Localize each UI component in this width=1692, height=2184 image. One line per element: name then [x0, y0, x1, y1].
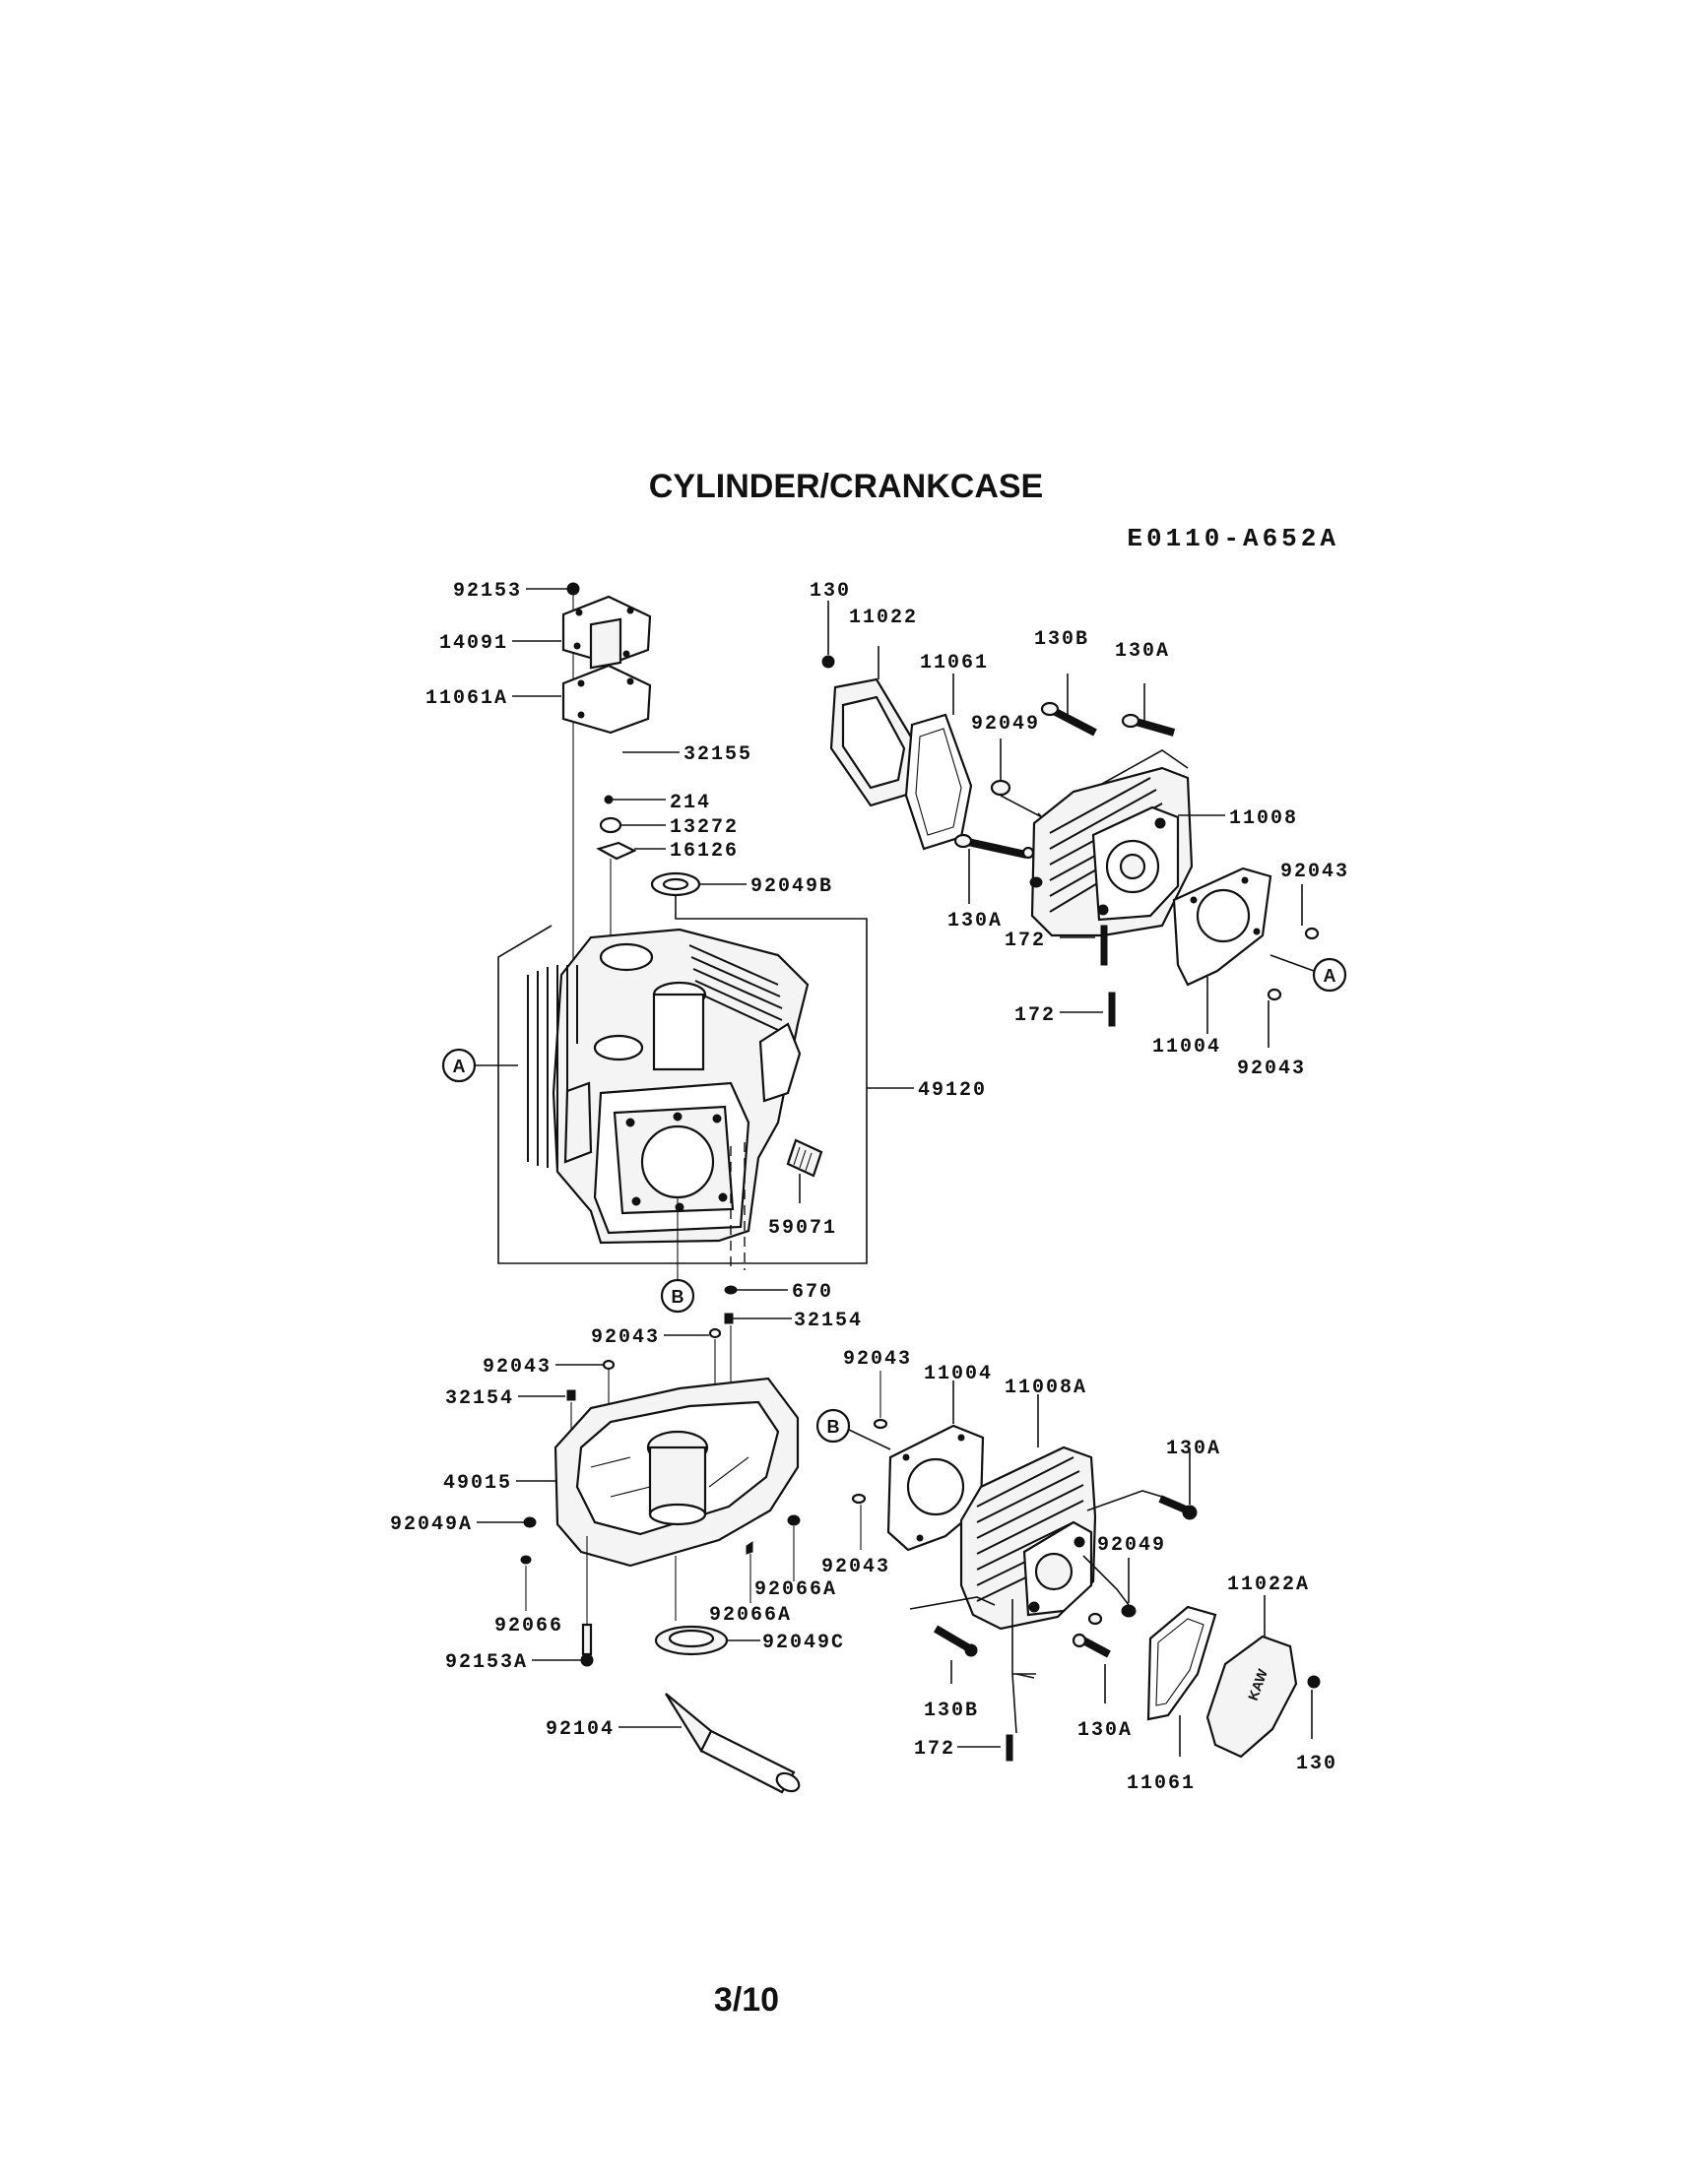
label-92066: 92066: [494, 1615, 563, 1638]
cylinder-head-group-top: A: [821, 601, 1347, 1048]
label-130-top: 130: [810, 580, 851, 603]
gasket-11061a-part: [561, 664, 652, 735]
label-172-upper: 172: [1005, 930, 1046, 952]
label-11061-top: 11061: [920, 652, 989, 674]
svg-text:A: A: [1324, 966, 1336, 986]
label-130a-top: 130A: [1115, 640, 1170, 663]
plug-670-part: [724, 1285, 738, 1295]
label-59071: 59071: [768, 1217, 837, 1240]
svg-text:B: B: [827, 1417, 840, 1437]
label-172-bottom: 172: [914, 1738, 955, 1761]
label-172-lower: 172: [1014, 1004, 1056, 1027]
plate-32155-part: [589, 617, 622, 670]
label-92043-lower-top: 92043: [843, 1348, 912, 1371]
label-130b-bottom: 130B: [924, 1700, 979, 1722]
svg-text:A: A: [453, 1057, 466, 1076]
label-92043-lower-bottom: 92043: [821, 1556, 890, 1578]
label-92066a-left: 92066A: [709, 1604, 792, 1627]
label-11004-bottom: 11004: [924, 1363, 993, 1385]
label-11061-bottom: 11061: [1127, 1772, 1196, 1795]
label-16126: 16126: [670, 840, 739, 863]
rocker-cover-11022a-part: [1205, 1635, 1298, 1759]
label-92049c: 92049C: [762, 1632, 845, 1654]
label-130a-bottom: 130A: [1077, 1719, 1133, 1742]
ref-marker-b-bottom: [660, 1278, 695, 1314]
label-92049a: 92049A: [390, 1513, 473, 1536]
ref-marker-b-right: [815, 1408, 851, 1444]
cylinder-block-group: A B: [441, 582, 914, 1314]
label-32154-left: 32154: [445, 1387, 514, 1410]
label-11008a: 11008A: [1005, 1377, 1087, 1399]
screw-92153-part: [566, 582, 580, 596]
label-11008: 11008: [1229, 807, 1298, 830]
label-92153: 92153: [453, 580, 522, 603]
label-92043-top-right: 92043: [1280, 861, 1349, 883]
label-92049-bottom: 92049: [1097, 1534, 1166, 1557]
label-32154-top: 32154: [794, 1310, 863, 1332]
label-11061a: 11061A: [425, 687, 508, 710]
cylinder-head-11008-part: [1030, 766, 1194, 937]
label-11022a: 11022A: [1227, 1574, 1310, 1596]
svg-text:B: B: [672, 1287, 684, 1307]
gasket-11061-bottom-part: [1146, 1605, 1217, 1721]
gasket-11061-part: [904, 713, 973, 851]
label-670: 670: [792, 1281, 833, 1304]
label-92066a-right: 92066A: [754, 1578, 837, 1601]
spring-59071-part: [786, 1138, 823, 1178]
label-130-bottom: 130: [1296, 1753, 1337, 1775]
label-92043-left: 92043: [483, 1356, 552, 1379]
page-number: 3/10: [714, 1981, 779, 2019]
label-92043-bottom-right: 92043: [1237, 1058, 1306, 1080]
cylinder-head-11008a-part: [959, 1445, 1097, 1631]
label-130a-lower-right: 130A: [1166, 1438, 1221, 1460]
label-130a-left: 130A: [947, 910, 1003, 932]
label-49015: 49015: [443, 1472, 512, 1495]
crankcase-49120-part: [527, 928, 810, 1245]
page-title: CYLINDER/CRANKCASE: [649, 468, 1043, 505]
label-49120: 49120: [918, 1079, 987, 1102]
label-11022: 11022: [849, 607, 918, 629]
label-14091: 14091: [439, 632, 508, 655]
label-11004-top: 11004: [1152, 1036, 1221, 1059]
label-92049b: 92049B: [750, 875, 833, 898]
label-92043-top-left: 92043: [591, 1326, 660, 1349]
label-130b-top: 130B: [1034, 628, 1089, 651]
ref-marker-a-right: [1312, 957, 1347, 993]
label-92104: 92104: [546, 1718, 615, 1741]
label-92153a: 92153A: [445, 1651, 528, 1674]
crankcase-cover-49015-part: [553, 1377, 800, 1568]
label-32155: 32155: [683, 743, 752, 766]
label-214: 214: [670, 792, 711, 814]
cylinder-head-group-bottom: B: [815, 1371, 1321, 1762]
label-13272: 13272: [670, 816, 739, 839]
diagram-code: E0110-A652A: [1127, 524, 1339, 553]
sealant-tube-92104-part: [665, 1693, 801, 1794]
crankcase-cover-group: [477, 1313, 801, 1794]
label-92049-top: 92049: [971, 713, 1040, 736]
